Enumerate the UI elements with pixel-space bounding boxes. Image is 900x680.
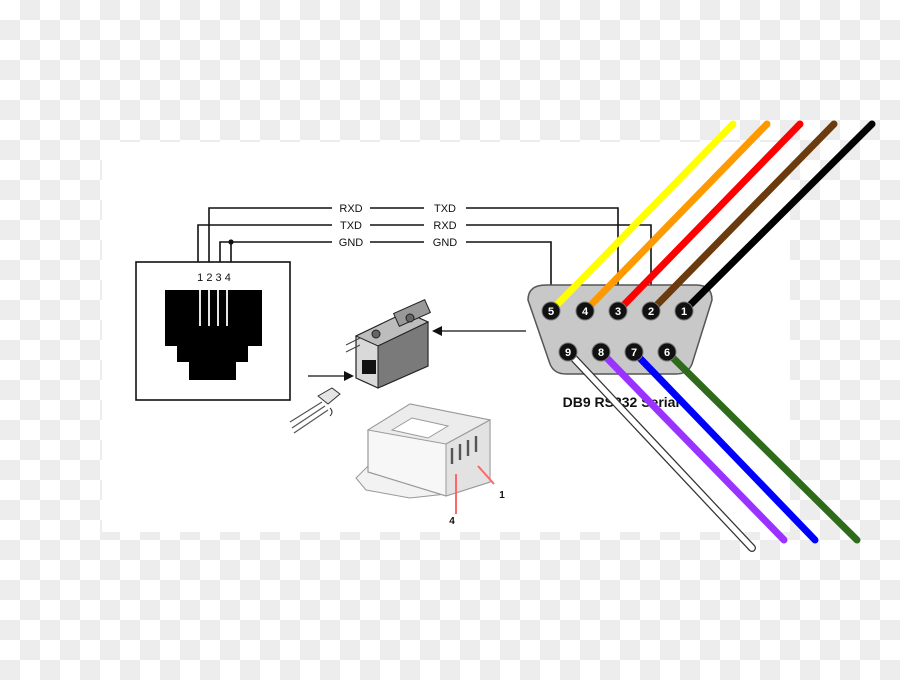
plug-pin4-label: 4 bbox=[449, 516, 455, 527]
adapter-screw-icon bbox=[371, 329, 381, 339]
adapter-sketch bbox=[289, 299, 526, 434]
txd-line-right bbox=[466, 207, 619, 300]
db9-pin-label-7: 7 bbox=[631, 347, 637, 359]
db9-pin-label-8: 8 bbox=[598, 347, 604, 359]
label-gnd-left: GND bbox=[339, 237, 364, 249]
label-rxd-right: RXD bbox=[433, 220, 456, 232]
rj-pin-header: 1 2 3 4 bbox=[197, 272, 231, 284]
txd-line-left bbox=[197, 224, 332, 262]
gnd-junction-dot bbox=[228, 239, 234, 245]
label-gnd-right: GND bbox=[433, 237, 458, 249]
db9-pin-1 bbox=[674, 301, 694, 321]
wire-bundle bbox=[547, 120, 876, 552]
gnd-line-left bbox=[219, 241, 332, 262]
wire-pin6 bbox=[663, 348, 861, 544]
label-txd-left: TXD bbox=[340, 220, 362, 232]
wire-pin4 bbox=[581, 120, 771, 315]
rj-contacts bbox=[199, 290, 228, 326]
rj-jack: 1 2 3 4 bbox=[135, 261, 291, 401]
adapter-nose bbox=[392, 299, 432, 327]
wire-pin9 bbox=[565, 349, 755, 551]
db9-pin-5 bbox=[541, 301, 561, 321]
rj-socket-opening bbox=[165, 290, 262, 380]
db9-pin-label-6: 6 bbox=[664, 347, 670, 359]
db9-pin-label-1: 1 bbox=[681, 306, 687, 318]
wire-pin8 bbox=[597, 348, 788, 544]
plug-pin1-marker bbox=[477, 465, 495, 485]
db9-pin-4 bbox=[575, 301, 595, 321]
plug-arrow-head bbox=[344, 371, 354, 381]
db9-pin-2 bbox=[641, 301, 661, 321]
db9-pin-7 bbox=[624, 342, 644, 362]
wire-pin2 bbox=[647, 120, 838, 315]
db9-pin-3 bbox=[608, 301, 628, 321]
plug-pin1-label: 1 bbox=[499, 490, 505, 501]
db9-pin-label-9: 9 bbox=[565, 347, 571, 359]
db9-pin-8 bbox=[591, 342, 611, 362]
db9-pin-label-4: 4 bbox=[582, 306, 589, 318]
gnd-line-right bbox=[466, 241, 552, 300]
db9-pin-9 bbox=[558, 342, 578, 362]
wire-pin3 bbox=[614, 120, 804, 315]
small-plug-icon bbox=[289, 387, 341, 434]
wire-pin5 bbox=[547, 120, 737, 315]
adapter-side-face bbox=[377, 321, 429, 389]
db9-pin-6 bbox=[657, 342, 677, 362]
db9-pin-label-2: 2 bbox=[648, 306, 654, 318]
label-txd-right: TXD bbox=[434, 203, 456, 215]
plug-contacts bbox=[450, 436, 478, 464]
rxd-line-left bbox=[208, 207, 332, 262]
db9-pin-label-5: 5 bbox=[548, 306, 554, 318]
adapter-arrow-head bbox=[432, 326, 442, 336]
db9-shell bbox=[527, 284, 713, 375]
plug-window bbox=[390, 417, 450, 439]
wire-pin1 bbox=[680, 120, 876, 315]
wire-pin7 bbox=[630, 348, 819, 544]
adapter-screw-icon bbox=[405, 313, 415, 323]
adapter-rj-socket bbox=[362, 360, 376, 374]
label-rxd-left: RXD bbox=[339, 203, 362, 215]
db9-pin-label-3: 3 bbox=[615, 306, 621, 318]
db9-pins: 5 4 3 2 1 9 8 7 6 bbox=[541, 301, 694, 362]
rj-plug-detail: 4 1 bbox=[355, 403, 505, 527]
